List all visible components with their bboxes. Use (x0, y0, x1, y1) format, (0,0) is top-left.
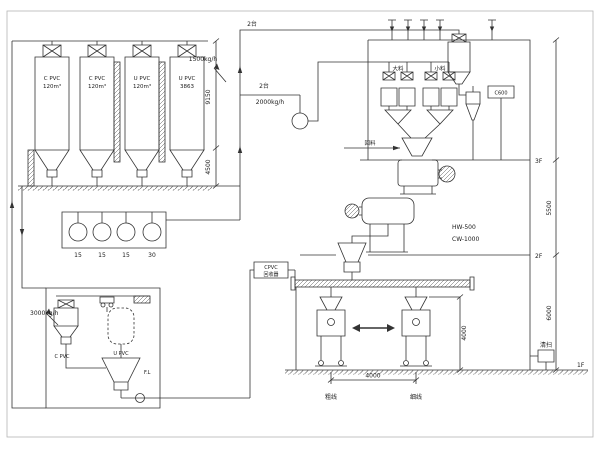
bagging-spout-2 (412, 318, 420, 326)
floor-3f-label: 3F (535, 158, 543, 165)
dim-station-span: 4000 (365, 373, 380, 380)
cpvc-recycler-box (253, 261, 296, 280)
silo-3-name: U PVC (134, 76, 151, 82)
packing-line-left-label: 粗线 (325, 393, 337, 401)
day-silo-material-label: C PVC (54, 354, 70, 360)
silo-1-name: C PVC (44, 76, 61, 82)
dim-silo-lower: 4500 (205, 159, 212, 174)
cleaning-station (530, 349, 555, 370)
mixer-supports-and-discharge (337, 169, 442, 280)
silo-4-volume: 3863 (180, 84, 194, 90)
dim-f3-f2: 5500 (546, 200, 553, 215)
building-outline (367, 39, 531, 370)
stair-left (27, 149, 35, 187)
roots-blower-1 (68, 222, 88, 242)
screw-conveyor (294, 279, 471, 288)
load-cell-2b (423, 360, 429, 366)
dim-station-height: 4000 (461, 325, 468, 340)
trolley-wheel-a (100, 302, 106, 308)
silo-roof-manifold-pipe (12, 40, 208, 45)
floor-1f-label: 1F (577, 362, 585, 369)
silo-4-name: U PVC (179, 76, 196, 82)
dim-silo-height: 9150 (205, 89, 212, 104)
packing-station-1 (315, 296, 347, 367)
hot-mixer-motor (438, 165, 456, 183)
cooling-mixer-model-label: CW-1000 (452, 236, 479, 243)
recycler-label-line2: 回收器 (263, 271, 278, 278)
silo-2-name: C PVC (89, 76, 106, 82)
screw-conveyor-ends-and-drops (290, 276, 475, 370)
storage-silo-2 (79, 44, 115, 186)
floor-level-mark: F.L (144, 370, 151, 376)
ground-hatch (285, 370, 588, 375)
bagging-spout-1 (327, 318, 335, 326)
capacity-leader-lines (45, 67, 227, 326)
left-conveying-pipes (11, 41, 46, 409)
blower-3-kw: 15 (122, 252, 130, 259)
cleaning-station-label: 清扫 (540, 341, 552, 349)
minor-bin-label: 小料 (434, 65, 446, 73)
storage-silo-3 (124, 44, 160, 186)
trolley-wheel-b (108, 302, 114, 308)
hot-mixer-model-label: HW-500 (452, 224, 476, 231)
blower-1-kw: 15 (74, 252, 82, 259)
rate-3000-label: 3000kg/h (30, 310, 59, 317)
conveying-pipes (166, 29, 460, 221)
roots-blower-4 (142, 222, 162, 242)
load-cell-1b (338, 360, 344, 366)
blower-2-kw: 15 (98, 252, 106, 259)
diagram-labels: C PVC 120m³ C PVC 120m³ U PVC 120m³ U PV… (30, 20, 585, 401)
equipment-tag-label: C600 (494, 91, 507, 97)
rotary-feeder (291, 112, 309, 130)
hoist-block (133, 295, 151, 304)
ladder-2 (158, 61, 166, 163)
blower-4-kw: 30 (148, 252, 156, 259)
floor-lines (285, 159, 588, 371)
roots-blower-2 (92, 222, 112, 242)
mid-line-units-label: 2台 (259, 82, 269, 90)
silo-1-volume: 120m³ (43, 83, 61, 90)
batch-bins-and-weigh-hoppers (344, 71, 458, 157)
recycle-blower (135, 393, 145, 403)
drawing-border (6, 10, 594, 438)
dimension-ticks (212, 37, 560, 383)
packing-station-2 (400, 296, 432, 367)
silo-3-volume: 120m³ (133, 83, 151, 90)
silo-ground-hatch (18, 186, 212, 191)
dim-f2-f1: 6000 (546, 305, 553, 320)
hot-mixer-body (397, 159, 439, 187)
roots-blower-3 (116, 222, 136, 242)
load-cell-1a (318, 360, 324, 366)
silo-2-volume: 120m³ (88, 83, 106, 90)
dust-collector-and-cyclone (447, 33, 515, 160)
small-day-silo (53, 299, 106, 369)
storage-silo-1 (34, 44, 70, 186)
recycle-room-frame (45, 287, 161, 409)
recycler-label-line1: CPVC (264, 265, 278, 271)
major-bin-label: 大料 (392, 65, 404, 73)
blower-station-frame (61, 211, 167, 249)
rate-2000-label: 2000kg/h (256, 99, 285, 106)
cooling-mixer-motor (344, 203, 360, 219)
storage-silo-4 (169, 44, 205, 186)
recycle-hopper-and-line (101, 269, 254, 399)
rate-1500-label: 1500kg/h (189, 56, 218, 63)
return-material-label: 回料 (364, 139, 376, 147)
load-cell-2a (403, 360, 409, 366)
cooling-mixer-body (361, 197, 415, 225)
fibc-bag (107, 307, 135, 345)
packing-line-right-label: 细线 (410, 393, 422, 401)
ladder-1 (113, 61, 121, 163)
floor-2f-label: 2F (535, 253, 543, 260)
bag-material-label: U PVC (113, 351, 129, 357)
top-line-units-label: 2台 (247, 20, 257, 28)
dimension-lines (215, 40, 557, 384)
